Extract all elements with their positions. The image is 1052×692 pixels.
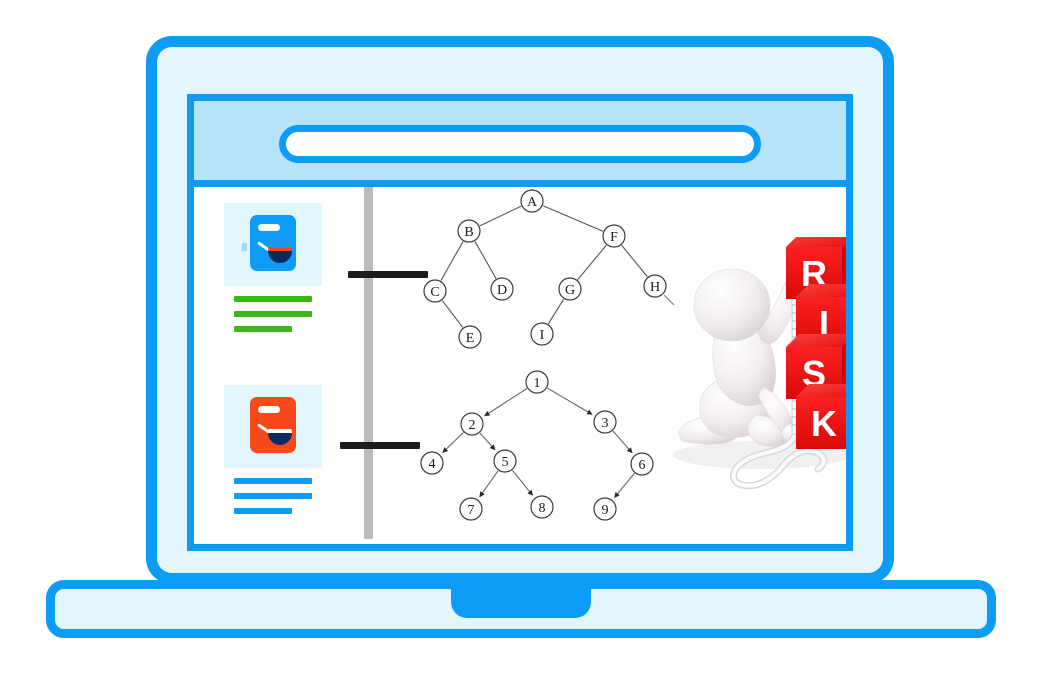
tree-edge	[442, 431, 464, 453]
tree-node-label: E	[466, 331, 475, 346]
tree-node-label: H	[650, 280, 660, 295]
text-line	[234, 478, 312, 484]
tree-node-5[interactable]: 5	[493, 449, 517, 473]
tree-node-label: C	[430, 285, 439, 300]
tile-title-bar-icon	[258, 406, 280, 413]
text-line	[234, 508, 292, 514]
tree-node-7[interactable]: 7	[459, 497, 483, 521]
tree-node-label: B	[464, 225, 473, 240]
tree-node-label: 1	[534, 376, 541, 391]
tree-node-E[interactable]: E	[458, 325, 482, 349]
bullet-dot-icon	[242, 243, 247, 251]
tree-node-D[interactable]: D	[490, 277, 514, 301]
tree-node-label: 8	[539, 501, 546, 516]
address-bar-input[interactable]	[279, 125, 761, 163]
app-tile-icon	[250, 397, 296, 453]
risk-block-letter: K	[811, 403, 837, 444]
tree-node-label: F	[610, 230, 618, 245]
tree-edge	[577, 244, 607, 281]
tree-node-label: 3	[602, 416, 609, 431]
tree-node-label: 9	[602, 503, 609, 518]
trackpad[interactable]	[451, 588, 591, 618]
tree-node-label: 5	[502, 455, 509, 470]
tree-node-2[interactable]: 2	[460, 412, 484, 436]
tree-edge	[479, 432, 496, 451]
tree-edge	[512, 470, 534, 496]
tree-node-G[interactable]: G	[558, 277, 582, 301]
tree-edge	[612, 430, 633, 454]
tree-node-I[interactable]: I	[530, 322, 554, 346]
tree-diagram-svg: A B F C D G H E I 1 2 3 4 5 6 7 8 9	[420, 189, 675, 521]
bowl-icon	[268, 429, 292, 449]
tree-node-9[interactable]: 9	[593, 497, 617, 521]
list-item[interactable]	[224, 203, 322, 344]
document-side-panel	[224, 195, 324, 526]
marker-bar-1	[348, 271, 428, 278]
laptop-screen: A B F C D G H E I 1 2 3 4 5 6 7 8 9	[187, 94, 853, 551]
risk-block-letter: I	[819, 303, 829, 344]
tree-node-6[interactable]: 6	[630, 452, 654, 476]
tree-node-label: 6	[639, 458, 646, 473]
bowl-icon	[268, 247, 292, 267]
tree-edge	[474, 241, 497, 279]
app-tile-icon	[250, 215, 296, 271]
risk-block-k: K	[796, 384, 846, 449]
tree-node-C[interactable]: C	[423, 279, 447, 303]
list-item[interactable]	[224, 385, 322, 526]
browser-chrome-bar	[194, 101, 846, 187]
tree-node-label: 2	[469, 418, 476, 433]
tree-diagrams: A B F C D G H E I 1 2 3 4 5 6 7 8 9	[404, 187, 704, 539]
edge-stub	[663, 294, 675, 306]
tree-edge	[621, 244, 648, 278]
card-thumbnail	[224, 385, 322, 468]
tree-node-label: G	[565, 283, 575, 298]
tree-edge	[479, 205, 522, 227]
tree-node-3[interactable]: 3	[593, 410, 617, 434]
marker-bar-2	[340, 442, 420, 449]
tree-edge	[440, 241, 464, 281]
tree-node-label: 7	[468, 503, 475, 518]
card-text-lines	[224, 286, 322, 344]
tree-edge	[547, 298, 565, 325]
tree-edge	[479, 470, 499, 498]
tree-node-label: A	[527, 195, 538, 210]
text-line	[234, 311, 312, 317]
tree-node-8[interactable]: 8	[530, 495, 554, 519]
text-line	[234, 296, 312, 302]
text-line	[234, 493, 312, 499]
tile-title-bar-icon	[258, 224, 280, 231]
tree-node-4[interactable]: 4	[420, 451, 444, 475]
tree-edge	[484, 388, 528, 417]
tree-node-H[interactable]: H	[643, 274, 667, 298]
tree-node-B[interactable]: B	[457, 219, 481, 243]
tree-edge	[547, 387, 593, 415]
tree-node-label: D	[497, 283, 507, 298]
tree-edge	[614, 472, 635, 498]
tree-node-F[interactable]: F	[602, 224, 626, 248]
tree-node-1[interactable]: 1	[525, 370, 549, 394]
vertical-divider	[364, 187, 373, 539]
card-thumbnail	[224, 203, 322, 286]
laptop-lid: A B F C D G H E I 1 2 3 4 5 6 7 8 9	[146, 36, 894, 584]
text-line	[234, 326, 292, 332]
card-text-lines	[224, 468, 322, 526]
laptop-base	[46, 580, 996, 638]
tree-edge	[441, 300, 464, 328]
tree-node-label: 4	[429, 457, 436, 472]
page-viewport: A B F C D G H E I 1 2 3 4 5 6 7 8 9	[194, 187, 846, 544]
tree-edge	[542, 205, 604, 232]
tree-node-A[interactable]: A	[520, 189, 544, 213]
tree-node-label: I	[540, 328, 545, 343]
